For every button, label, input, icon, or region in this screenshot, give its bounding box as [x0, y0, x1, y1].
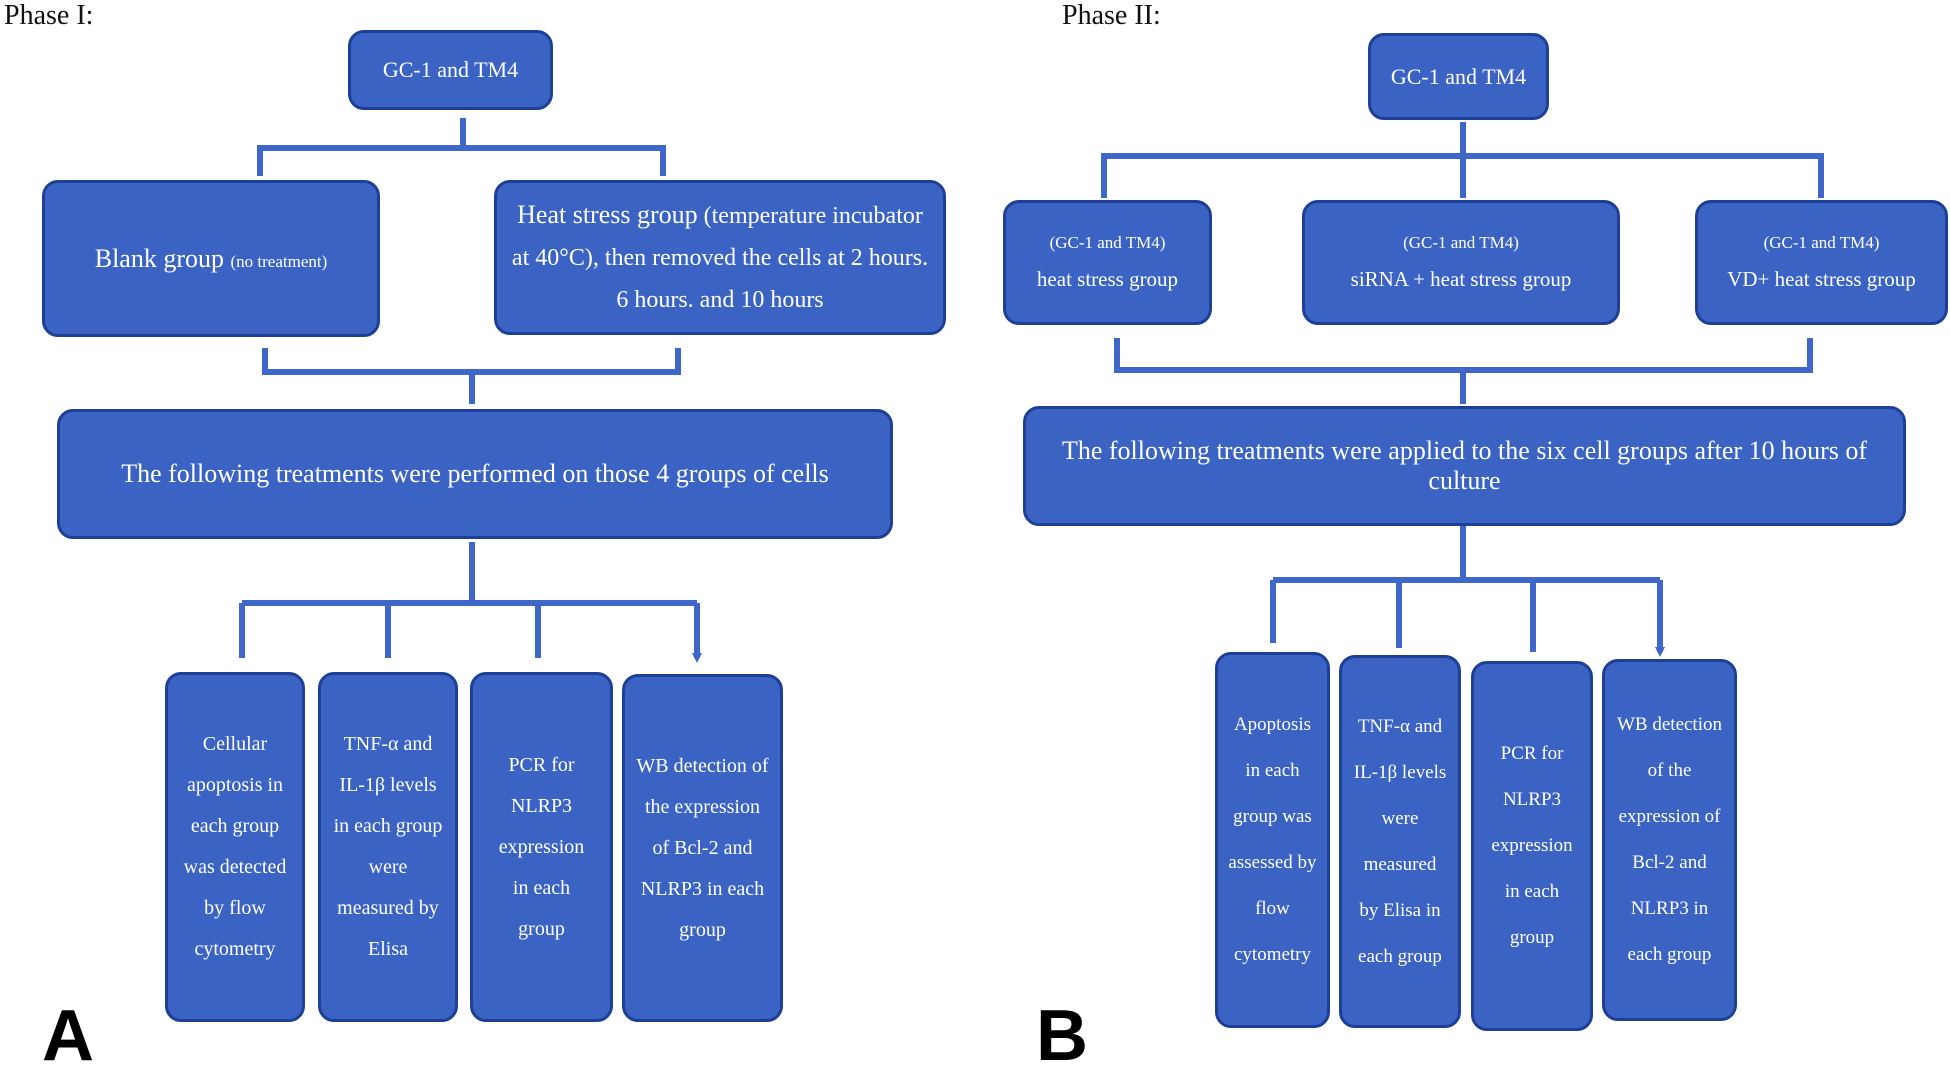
- phase-2-outcome-apoptosis: Apoptosis in each group was assessed by …: [1215, 652, 1330, 1028]
- outcome-text: WB detection of the expression of Bcl-2 …: [636, 754, 769, 941]
- panel-label-a: A: [42, 996, 94, 1076]
- outcome-text: Apoptosis in each group was assessed by …: [1228, 714, 1317, 965]
- phase-2-top-box: GC-1 and TM4: [1368, 33, 1549, 120]
- phase-1-treatment-text: The following treatments were performed …: [121, 459, 829, 488]
- phase-1-outcome-apoptosis: Cellular apoptosis in each group was det…: [165, 672, 305, 1022]
- phase-1-outcome-wb: WB detection of the expression of Bcl-2 …: [622, 674, 783, 1022]
- phase-2-outcome-pcr: PCR for NLRP3 expression in each group: [1471, 661, 1593, 1031]
- phase-2-treatment-text: The following treatments were applied to…: [1061, 436, 1868, 495]
- panel-label-b: B: [1036, 996, 1088, 1076]
- outcome-text: PCR for NLRP3 expression in each group: [1491, 743, 1573, 948]
- blank-group-note: (no treatment): [230, 251, 328, 271]
- heat-stress-group-note: (temperature incubator at 40°C), then re…: [511, 203, 929, 313]
- blank-group-box: Blank group (no treatment): [42, 180, 380, 337]
- group-note: (GC-1 and TM4): [1763, 233, 1880, 252]
- phase-2-group-vd: (GC-1 and TM4) VD+ heat stress group: [1695, 200, 1948, 325]
- group-note: (GC-1 and TM4): [1403, 233, 1519, 252]
- phase-2-outcome-wb: WB detection of the expression of Bcl-2 …: [1602, 659, 1737, 1021]
- phase-1-outcome-elisa: TNF-α and IL-1β levels in each group wer…: [318, 672, 458, 1022]
- outcome-text: WB detection of the expression of Bcl-2 …: [1617, 714, 1722, 965]
- phase-1-top-text: GC-1 and TM4: [382, 57, 519, 82]
- outcome-text: Cellular apoptosis in each group was det…: [183, 733, 287, 960]
- phase-2-label: Phase II:: [1062, 0, 1161, 31]
- phase-2-treatment-box: The following treatments were applied to…: [1023, 406, 1906, 526]
- phase-1-treatment-box: The following treatments were performed …: [57, 409, 893, 539]
- phase-1-label: Phase I:: [4, 0, 94, 31]
- phase-2-group-heat-stress: (GC-1 and TM4) heat stress group: [1003, 200, 1212, 325]
- group-note: (GC-1 and TM4): [1049, 233, 1166, 252]
- phase-1-top-box: GC-1 and TM4: [348, 30, 553, 110]
- group-name: VD+ heat stress group: [1727, 267, 1916, 291]
- phase-1-outcome-pcr: PCR for NLRP3 expression in each group: [470, 672, 613, 1022]
- blank-group-title: Blank group: [94, 243, 224, 273]
- outcome-text: PCR for NLRP3 expression in each group: [498, 753, 585, 940]
- phase-2-group-sirna: (GC-1 and TM4) siRNA + heat stress group: [1302, 200, 1620, 325]
- group-name: heat stress group: [1036, 267, 1179, 291]
- phase-2-outcome-elisa: TNF-α and IL-1β levels were measured by …: [1339, 655, 1461, 1028]
- heat-stress-group-title: Heat stress group: [517, 200, 698, 229]
- outcome-text: TNF-α and IL-1β levels in each group wer…: [333, 733, 443, 960]
- outcome-text: TNF-α and IL-1β levels were measured by …: [1353, 715, 1447, 967]
- phase-2-top-text: GC-1 and TM4: [1390, 63, 1527, 89]
- group-name: siRNA + heat stress group: [1350, 267, 1572, 291]
- heat-stress-group-box: Heat stress group (temperature incubator…: [494, 180, 946, 335]
